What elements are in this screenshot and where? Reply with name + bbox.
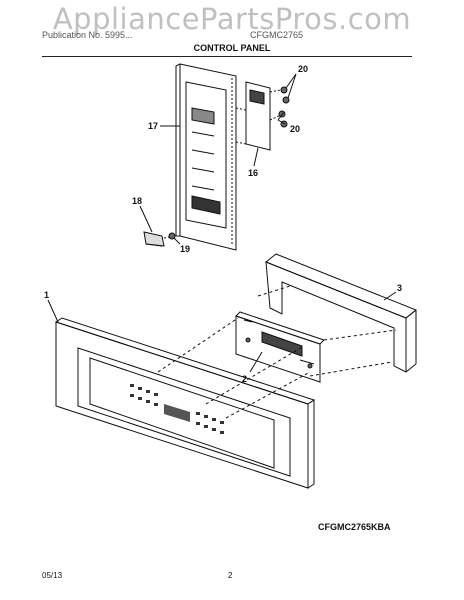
- part-19-clip: [163, 232, 176, 240]
- header-rule: [42, 56, 412, 57]
- callout-18: 18: [132, 196, 142, 206]
- section-title: CONTROL PANEL: [193, 43, 271, 53]
- part-16-board: [235, 81, 271, 151]
- part-2-control-board: [235, 311, 325, 383]
- keypad-buttons: [130, 384, 224, 434]
- callout-16: 16: [248, 168, 258, 178]
- leader-lines: [47, 73, 397, 373]
- alignment-lines: [157, 285, 397, 419]
- header-model-text: CFGMC2765: [250, 30, 304, 40]
- callout-19: 19: [180, 244, 190, 254]
- display-window: [164, 404, 190, 422]
- callout-20-bottom: 20: [290, 124, 300, 134]
- part-3-bracket: [265, 253, 417, 373]
- callout-1: 1: [44, 290, 49, 300]
- callout-3: 3: [397, 283, 402, 293]
- page-number: 2: [228, 571, 233, 580]
- footer-date: 05/13: [42, 571, 63, 580]
- part-17-bezel: [175, 63, 237, 251]
- callout-20-top: 20: [298, 64, 308, 74]
- callout-17: 17: [148, 121, 158, 131]
- part-1-front-panel: [54, 317, 316, 489]
- callout-2: 2: [242, 374, 247, 384]
- header-publication-text: Publication No. 5995...: [42, 30, 133, 40]
- part-18-knob: [143, 231, 165, 247]
- watermark: AppliancePartsPros.com: [52, 2, 412, 36]
- model-number: CFGMC2765KBA: [318, 522, 391, 532]
